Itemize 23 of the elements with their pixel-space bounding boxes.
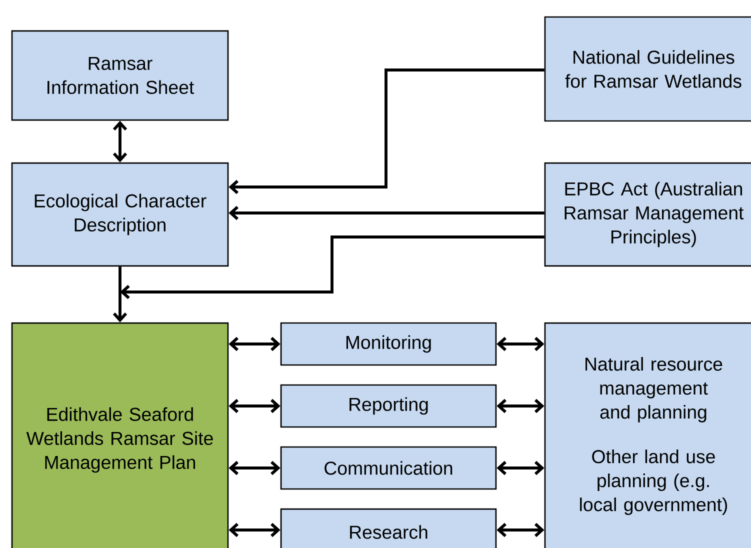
arrow — [228, 398, 280, 414]
box: Research — [280, 508, 497, 548]
arrow — [228, 522, 280, 538]
box: Ecological Character Description — [11, 162, 229, 267]
box: Monitoring — [280, 322, 497, 366]
arrow — [228, 68, 544, 194]
planning-box: Natural resource management and planning Other land use planning (e.g. local government) — [544, 322, 751, 548]
arrow — [496, 398, 544, 414]
box: EPBC Act (Australian Ramsar Management Principles) — [544, 162, 751, 267]
box: Communication — [280, 446, 497, 490]
arrow — [228, 460, 280, 476]
box: Ramsar Information Sheet — [11, 30, 229, 121]
arrow — [120, 236, 544, 300]
arrow — [112, 266, 128, 322]
arrow — [496, 336, 544, 352]
arrow — [496, 460, 544, 476]
arrow — [228, 336, 280, 352]
arrow — [496, 522, 544, 538]
plan-box: Edithvale Seaford Wetlands Ramsar Site Management Plan — [11, 322, 229, 548]
box: Reporting — [280, 384, 497, 428]
box: National Guidelines for Ramsar Wetlands — [544, 16, 751, 122]
arrow — [228, 206, 544, 220]
arrow — [112, 120, 128, 162]
